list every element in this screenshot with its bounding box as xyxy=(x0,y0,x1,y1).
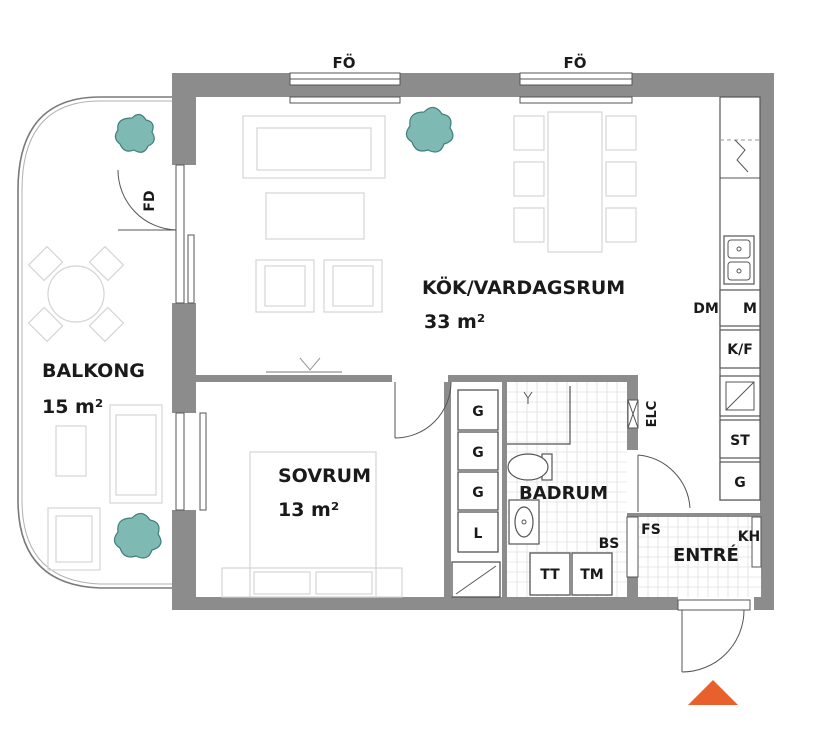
wardrobe-label-1: G xyxy=(472,404,484,420)
toilet-icon xyxy=(507,453,553,481)
entry-name: ENTRÉ xyxy=(673,544,739,566)
balcony-door-swing xyxy=(117,169,177,231)
exterior-walls xyxy=(172,73,774,610)
entrance-marker-icon xyxy=(688,680,738,705)
wardrobe-label-4: L xyxy=(474,526,483,542)
shower-icon xyxy=(523,391,533,404)
sofa xyxy=(242,115,386,179)
tm-label: TM xyxy=(580,567,603,583)
window-left xyxy=(289,72,401,104)
window-label-left: FÖ xyxy=(333,53,356,72)
kh-cabinet xyxy=(751,516,762,568)
bed xyxy=(221,451,403,598)
balcony-door-windows xyxy=(175,164,207,511)
armchairs xyxy=(255,259,383,313)
balcony-table-set xyxy=(27,245,125,343)
kf-label: K/F xyxy=(727,342,753,358)
bs-label: BS xyxy=(599,536,620,552)
balcony-lounge xyxy=(47,404,163,571)
dm-label: DM xyxy=(693,301,719,317)
fs-cabinet xyxy=(626,516,639,578)
fs-label: FS xyxy=(641,522,661,538)
dining-set xyxy=(513,111,637,253)
kh-label: KH xyxy=(738,529,761,545)
wardrobes xyxy=(451,389,501,598)
entry-tiles xyxy=(638,517,761,597)
kitchen-appliances xyxy=(719,289,761,501)
washbasin-icon xyxy=(508,499,540,545)
st-label: ST xyxy=(730,433,750,449)
bedroom-door-swing xyxy=(394,381,452,439)
fd-label: FD xyxy=(142,190,158,211)
wardrobe-label-2: G xyxy=(472,445,484,461)
bathroom-door-swing xyxy=(637,454,691,512)
elc-label: ELC xyxy=(645,401,660,428)
balcony-area: 15 m² xyxy=(42,396,103,418)
shower-area xyxy=(507,386,571,445)
bedroom-area: 13 m² xyxy=(278,499,339,521)
living-room-area: 33 m² xyxy=(424,311,485,333)
living-room-name: KÖK/VARDAGSRUM xyxy=(422,275,625,299)
balcony-name: BALKONG xyxy=(42,360,145,382)
m-label: M xyxy=(743,301,757,317)
plant-icon xyxy=(113,106,454,559)
window-right xyxy=(519,72,633,104)
bedroom-name: SOVRUM xyxy=(278,465,371,487)
window-label-right: FÖ xyxy=(564,53,587,72)
laundry-units xyxy=(529,552,613,596)
elc-cabinet xyxy=(627,399,639,429)
tt-label: TT xyxy=(540,567,560,583)
sink-icon xyxy=(723,235,755,285)
balcony-outline xyxy=(17,96,172,589)
g-kitchen-label: G xyxy=(734,475,746,491)
coffee-table xyxy=(265,192,365,240)
balcony-outline-inner xyxy=(21,100,172,585)
wardrobe-label-3: G xyxy=(472,485,484,501)
bathroom-name: BADRUM xyxy=(519,483,608,504)
sliding-door-mark xyxy=(299,357,321,371)
entry-door[interactable] xyxy=(677,599,751,673)
